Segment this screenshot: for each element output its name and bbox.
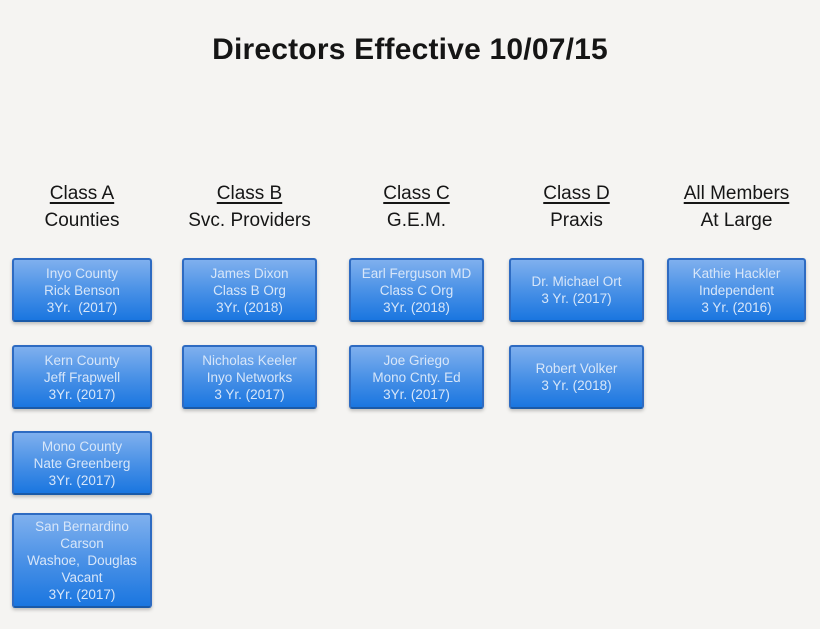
director-box-line: Vacant [61,570,103,585]
director-box-line: Kathie Hackler [692,265,781,281]
column-header: Class C G.E.M. [383,180,450,234]
director-box-line: 3 Yr. (2017) [214,386,285,402]
director-box-line: Carson [60,536,104,551]
director-box-line: Mono County [41,438,123,454]
column-class-label: Class B [216,183,283,204]
director-box-line: 3Yr. (2017) [46,299,118,315]
director-box-line: 3Yr. (2017) [48,472,116,488]
director-box-line: Jeff Frapwell [43,369,121,385]
column-class-label: All Members [683,183,790,204]
director-box-line: Independent [698,282,775,298]
column-class-label: Class C [383,183,450,204]
director-box-line: 3Yr. (2017) [383,386,450,402]
director-box-line: Robert Volker [535,361,618,376]
column-subtitle: Svc. Providers [188,210,311,231]
director-box-line: Rick Benson [44,282,120,298]
column-subtitle: G.E.M. [386,210,447,231]
director-box: Dr. Michael Ort 3 Yr. (2017) [509,258,644,322]
director-box-line: Joe Griego [383,352,450,368]
director-box-line: 3 Yr. (2018) [541,378,612,393]
director-box-line: James Dixon [210,265,289,281]
director-box-line: 3 Yr. (2017) [541,291,612,306]
director-box-line: 3Yr. (2017) [48,386,116,402]
column-header: Class D Praxis [543,180,610,234]
column-subtitle: Praxis [550,210,603,231]
director-box-line: 3 Yr. (2016) [701,299,772,315]
director-box-line: Mono Cnty. Ed [372,369,461,385]
director-box-line: Nate Greenberg [33,455,131,471]
director-box-line: Inyo Networks [206,369,293,385]
director-box-line: Earl Ferguson MD [361,265,472,281]
column-class-label: Class D [543,183,610,204]
director-box-line: Kern County [44,352,120,368]
column-subtitle: Counties [44,210,120,231]
column-subtitle: At Large [700,210,773,231]
director-box: Robert Volker 3 Yr. (2018) [509,345,644,409]
director-box-line: Inyo County [45,265,119,281]
director-box-line: Washoe, Douglas [27,553,137,568]
director-box-line: Dr. Michael Ort [531,274,622,289]
director-box-line: 3Yr. (2018) [383,299,450,315]
director-box-line: 3Yr. (2018) [216,299,283,315]
director-box-line: Nicholas Keeler [202,352,297,368]
column-header: Class B Svc. Providers [188,180,310,234]
director-box-line: Class C Org [379,282,454,298]
column-header: Class A Counties [45,180,120,234]
director-box-line: 3Yr. (2017) [48,587,116,602]
page-title: Directors Effective 10/07/15 [212,33,608,66]
director-box-line: Class B Org [213,282,286,298]
director-box-line: San Bernardino [35,519,129,534]
column-header: All Members At Large [684,180,790,234]
column-class-label: Class A [49,183,115,204]
